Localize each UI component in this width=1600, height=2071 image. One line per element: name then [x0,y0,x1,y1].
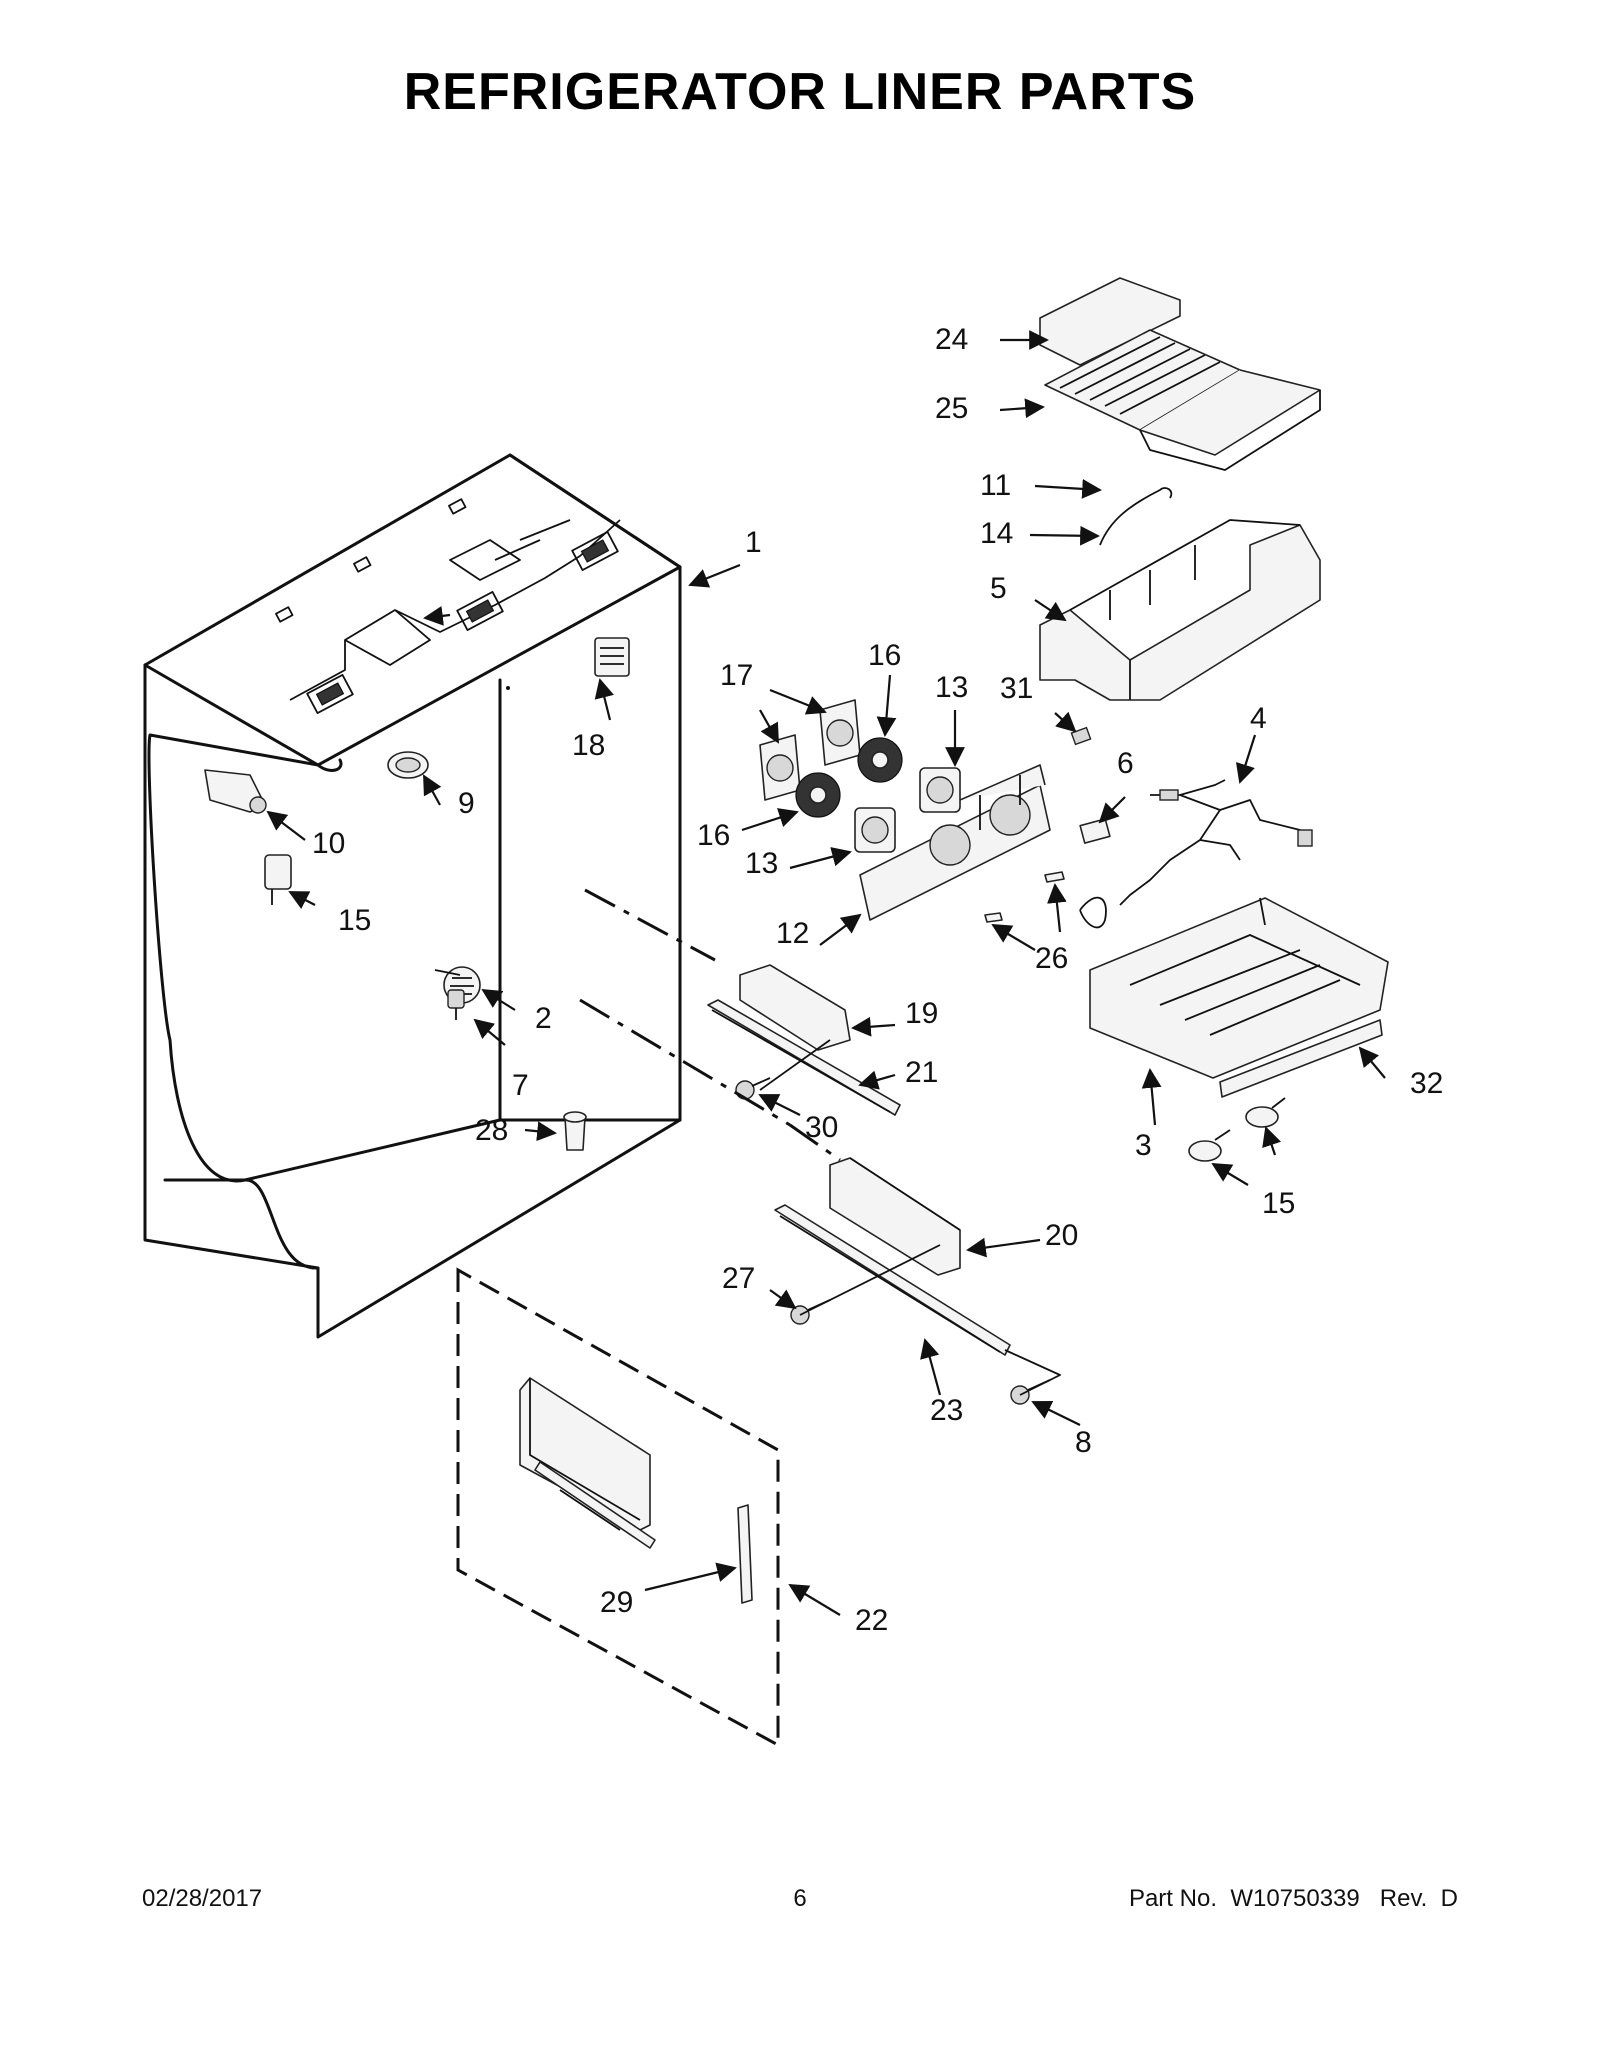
callout-7: 7 [512,1069,529,1102]
part-4-wire-harness [1079,779,1313,929]
part-6-filter [1079,818,1111,844]
callout-10: 10 [312,827,345,860]
callout-20: 20 [1045,1219,1078,1252]
callout-21: 21 [905,1056,938,1089]
callout-9: 9 [458,787,475,820]
part-9-duct [387,751,429,779]
part-25-evaporator [1044,329,1321,471]
part-22-drawer-assembly [456,1267,780,1748]
callout-31: 31 [1000,672,1033,705]
part-3-pan-cover [1089,897,1389,1079]
part-20-lower-shelf-frame [829,1157,961,1276]
callout-24: 24 [935,323,968,356]
part-28-cup [563,1111,587,1151]
callout-17: 17 [720,659,753,692]
footer-page-number: 6 [793,1885,807,1912]
callout-11: 11 [980,469,1011,502]
callout-27: 27 [722,1262,755,1295]
part-29-rail [737,1504,753,1604]
part-12-shroud [859,764,1051,921]
callout-16b: 16 [697,819,730,852]
callout-4: 4 [1250,702,1267,735]
callout-15b: 15 [1262,1187,1295,1220]
part-10-damper [204,769,267,814]
part-7-screw [447,989,465,1020]
callout-18: 18 [572,729,605,762]
callout-28: 28 [475,1114,508,1147]
callout-23: 23 [930,1394,963,1427]
part-19-upper-shelf-frame [739,964,851,1051]
callout-8: 8 [1075,1426,1092,1459]
callout-26: 26 [1035,942,1068,975]
callout-1: 1 [745,526,762,559]
part-32-strip [1219,1019,1383,1098]
refrigerator-liner [143,453,682,1339]
callout-29: 29 [600,1586,633,1619]
callout-25: 25 [935,392,968,425]
callout-32: 32 [1410,1067,1443,1100]
callout-30: 30 [805,1111,838,1144]
callout-15a: 15 [338,904,371,937]
footer-part-number: Part No. W10750339 Rev. D [1128,1885,1458,1912]
callout-13a: 13 [935,671,968,704]
part-16-fan-motor [795,737,903,818]
callout-arrows [266,330,1386,1616]
part-15-sensor-left [264,854,292,905]
part-15-sensors-right [1188,1097,1286,1162]
part-13-fan-cover [854,767,961,853]
part-26-strips [984,871,1065,923]
part-5-housing [1039,519,1321,701]
callout-19: 19 [905,997,938,1030]
callout-5: 5 [990,572,1007,605]
callout-16a: 16 [868,639,901,672]
callout-12: 12 [776,917,809,950]
callout-2: 2 [535,1002,552,1035]
callout-3: 3 [1135,1129,1152,1162]
footer-date: 02/28/2017 [142,1885,263,1912]
callout-14: 14 [980,517,1013,550]
part-23-lower-slide [774,1204,1011,1356]
callout-13b: 13 [745,847,778,880]
callout-22: 22 [855,1604,888,1637]
callout-labels: 1 2 3 4 5 6 7 8 9 10 11 12 13 13 14 15 1… [312,323,1443,1637]
part-18-vent [594,637,630,677]
part-14-wire [1099,487,1173,546]
callout-6: 6 [1117,747,1134,780]
page-title: REFRIGERATOR LINER PARTS [403,63,1197,121]
